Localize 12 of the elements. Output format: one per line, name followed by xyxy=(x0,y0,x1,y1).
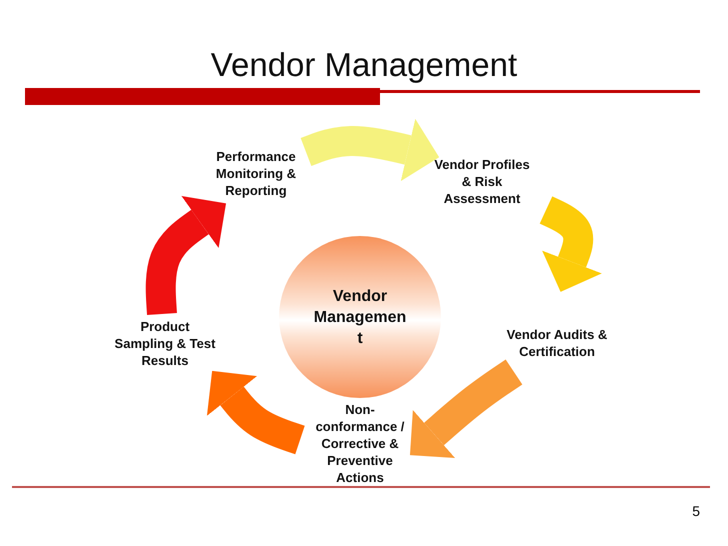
curved-arrow xyxy=(206,370,308,454)
stage-label: Vendor Audits & Certification xyxy=(500,326,614,360)
curved-arrow xyxy=(410,360,522,458)
stage-label: Vendor Profiles & Risk Assessment xyxy=(428,156,536,207)
stage-label: Non-conformance / Corrective & Preventive Actions xyxy=(306,401,414,486)
curved-arrow xyxy=(538,196,602,292)
stage-label: Product Sampling & Test Results xyxy=(112,318,218,369)
curved-arrow xyxy=(298,118,440,182)
hub-label: Vendor Management xyxy=(312,286,408,348)
slide-title: Vendor Management xyxy=(210,46,518,84)
page-number: 5 xyxy=(691,503,700,519)
stage-label: Performance Monitoring & Reporting xyxy=(196,148,316,218)
